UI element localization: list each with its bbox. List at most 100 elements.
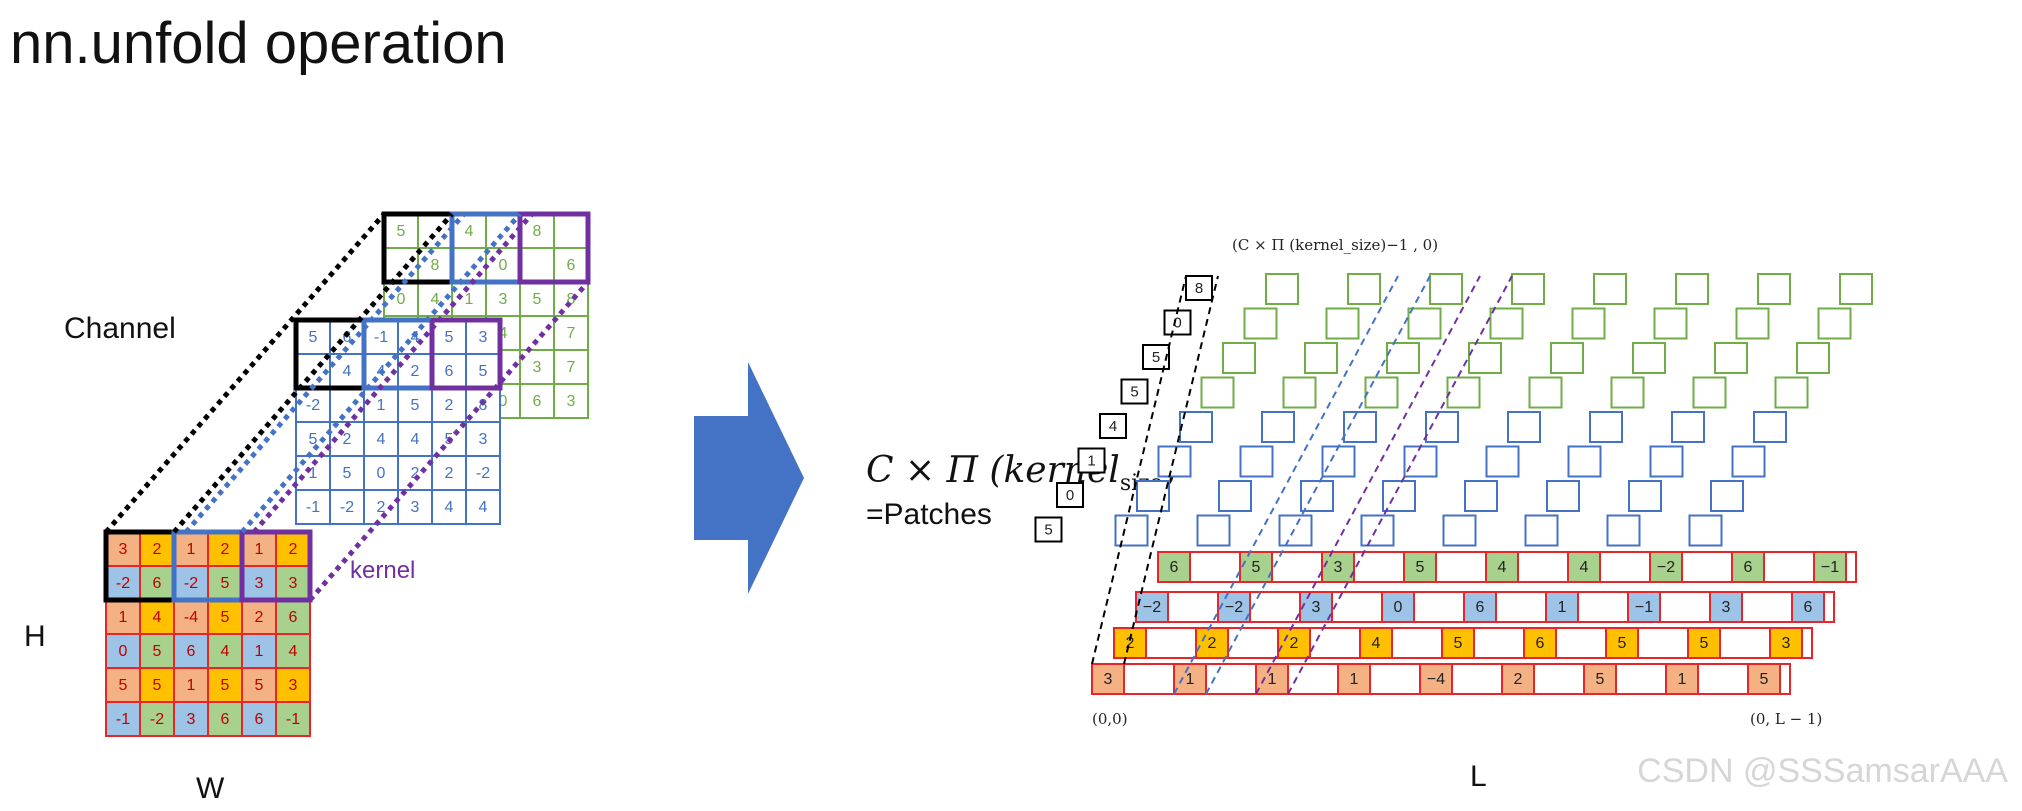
patch-cell	[1774, 376, 1809, 409]
green-channel-grid-value: 0	[499, 257, 508, 274]
red-channel-grid-value: 2	[153, 541, 162, 558]
patch-cell	[1243, 307, 1278, 340]
blue-channel-grid-value: 5	[309, 329, 318, 346]
patch-value: 0	[1066, 487, 1074, 504]
patch-cell	[1692, 376, 1727, 409]
blue-channel-grid-cell	[465, 421, 501, 457]
patch-value: 4	[1580, 559, 1589, 576]
patch-value: 5	[1044, 521, 1052, 538]
blue-channel-grid-value: 4	[411, 431, 420, 448]
patch-cell	[1277, 627, 1311, 659]
patch-value: −1	[1635, 599, 1653, 616]
patch-cell	[1632, 342, 1666, 374]
green-channel-grid-cell	[553, 383, 589, 419]
patch-value: −2	[1143, 599, 1161, 616]
patch-cell	[1173, 663, 1207, 695]
patch-cell	[1627, 591, 1661, 623]
blue-channel-grid-value: 3	[411, 499, 420, 516]
patch-value: 1	[1678, 671, 1687, 688]
length-label: L	[1470, 760, 1487, 793]
green-channel-grid-value: 6	[533, 393, 542, 410]
blue-channel-grid-value: 2	[343, 431, 352, 448]
patch-cell	[1769, 627, 1803, 659]
patch-value: 6	[1476, 599, 1485, 616]
patch-cell	[1796, 342, 1830, 374]
patch-cell	[1200, 376, 1235, 409]
patch-cell	[1261, 411, 1295, 443]
green-channel-grid-value: 3	[499, 291, 508, 308]
blue-channel-grid-value: 2	[411, 465, 420, 482]
patch-value: 6	[1536, 635, 1545, 652]
patch-value: 6	[1804, 599, 1813, 616]
patch-cell	[1688, 514, 1723, 547]
patch-cell	[1714, 342, 1748, 374]
kernel-window-purple	[239, 529, 313, 603]
patch-cell	[1364, 376, 1399, 409]
projection-line	[252, 212, 534, 534]
patch-value: 2	[1290, 635, 1299, 652]
blue-channel-grid-cell	[363, 387, 399, 423]
patch-cell	[1343, 411, 1377, 443]
patch-cell	[1265, 273, 1299, 305]
patch-cell	[1610, 376, 1645, 409]
width-label: W	[196, 772, 225, 805]
red-channel-grid-value: 1	[255, 643, 264, 660]
green-channel-grid-value: 5	[533, 291, 542, 308]
patch-value: 5	[1454, 635, 1463, 652]
patch-cell	[1583, 663, 1617, 695]
red-channel-grid-cell	[139, 565, 175, 601]
patch-cell	[1179, 411, 1213, 443]
patch-cell	[1464, 480, 1498, 512]
patch-cell	[1278, 514, 1313, 547]
patch-cell	[1593, 273, 1627, 305]
blue-channel-grid-cell	[363, 421, 399, 457]
patch-cell	[1649, 445, 1684, 478]
patch-value: −4	[1427, 671, 1445, 688]
blue-channel-grid-value: 3	[479, 431, 488, 448]
blue-channel-grid-value: 1	[309, 465, 318, 482]
patch-value: 2	[1514, 671, 1523, 688]
red-channel-grid-value: 3	[119, 541, 128, 558]
patch-cell	[1382, 480, 1416, 512]
blue-channel-grid-value: -1	[306, 499, 320, 516]
red-channel-grid-value: 4	[153, 609, 162, 626]
red-channel-grid-value: 3	[187, 711, 196, 728]
blue-channel-grid-value: 5	[411, 397, 420, 414]
patch-cell	[1195, 627, 1229, 659]
patch-cell	[1255, 663, 1289, 695]
patch-cell	[1034, 516, 1063, 543]
patch-cell	[1077, 447, 1106, 474]
red-channel-grid-value: 5	[221, 609, 230, 626]
red-channel-grid-cell	[139, 701, 175, 737]
patch-cell	[1441, 627, 1475, 659]
patch-cell	[1114, 514, 1149, 547]
patch-cell	[1239, 445, 1274, 478]
red-channel-grid-value: 1	[187, 677, 196, 694]
patch-cell	[1217, 591, 1251, 623]
green-channel-grid-value: 8	[431, 257, 440, 274]
red-channel-grid-value: 5	[153, 643, 162, 660]
patch-cell	[1687, 627, 1721, 659]
patch-cell	[1528, 376, 1563, 409]
patch-cell	[1419, 663, 1453, 695]
coord-origin: (0,0)	[1092, 710, 1128, 728]
patch-cell	[1099, 413, 1127, 439]
red-channel-grid-value: 2	[255, 609, 264, 626]
green-channel-grid-value: 4	[465, 223, 474, 240]
patch-cell	[1710, 480, 1744, 512]
patch-value: 1	[1350, 671, 1359, 688]
patch-value: 3	[1722, 599, 1731, 616]
patch-value: 4	[1109, 418, 1117, 435]
blue-channel-grid-cell	[363, 455, 399, 491]
patch-value: 1	[1087, 452, 1095, 469]
blue-channel-grid-cell	[329, 489, 365, 525]
patch-value: −2	[1225, 599, 1243, 616]
red-channel-grid-cell	[105, 701, 141, 737]
patch-value: −1	[1821, 559, 1839, 576]
patch-cell	[1839, 273, 1873, 305]
patch-cell	[1753, 411, 1787, 443]
blue-channel-grid-value: -1	[374, 329, 388, 346]
red-channel-grid-cell	[241, 701, 277, 737]
green-channel-grid-cell	[519, 247, 555, 283]
patch-cell	[1091, 663, 1125, 695]
